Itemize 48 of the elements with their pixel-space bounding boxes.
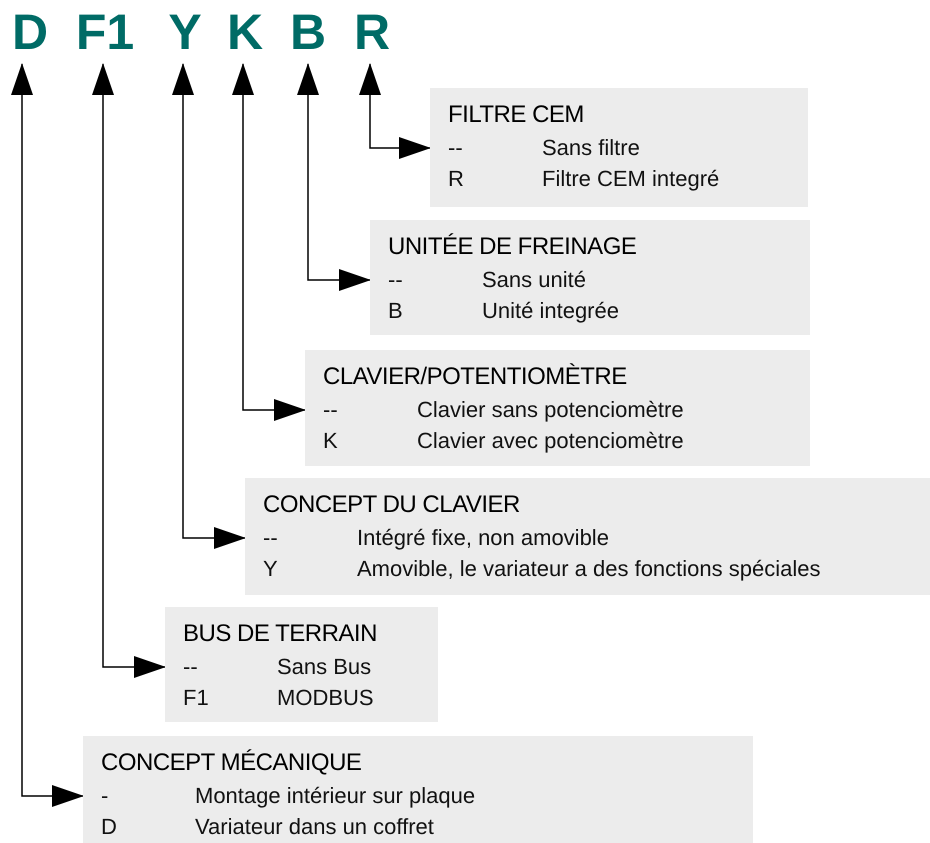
- option-code: --: [323, 396, 338, 424]
- option-description: Amovible, le variateur a des fonctions spéciales: [357, 555, 820, 583]
- option-description: Clavier avec potenciomètre: [417, 427, 684, 455]
- option-description: Sans filtre: [542, 134, 640, 162]
- option-description: MODBUS: [277, 684, 374, 712]
- option-description: Filtre CEM integré: [542, 165, 720, 193]
- option-code: R: [448, 165, 464, 193]
- code-letter: B: [290, 4, 326, 60]
- option-code: --: [263, 524, 278, 552]
- option-description: Unité integrée: [482, 297, 619, 325]
- code-letter: Y: [168, 4, 202, 60]
- panel-heading: CLAVIER/POTENTIOMÈTRE: [323, 362, 627, 392]
- arrow: [297, 63, 371, 291]
- option-description: Montage intérieur sur plaque: [195, 782, 476, 810]
- panel-heading: BUS DE TERRAIN: [183, 619, 377, 649]
- panel-heading: FILTRE CEM: [448, 100, 584, 130]
- arrow: [92, 63, 166, 678]
- option-panel: [83, 736, 753, 843]
- arrow: [232, 63, 306, 421]
- code-letter: F1: [76, 4, 134, 60]
- option-panel: [245, 478, 930, 595]
- option-code: Y: [263, 555, 278, 583]
- option-code: B: [388, 297, 403, 325]
- panel-heading: CONCEPT DU CLAVIER: [263, 490, 520, 520]
- option-panel: [165, 607, 438, 722]
- option-code: --: [448, 134, 463, 162]
- option-description: Intégré fixe, non amovible: [357, 524, 609, 552]
- code-letter: R: [354, 4, 390, 60]
- option-panel: [370, 220, 810, 335]
- panel-heading: UNITÉE DE FREINAGE: [388, 232, 636, 262]
- option-description: Variateur dans un coffret: [195, 813, 434, 841]
- option-description: Sans unité: [482, 266, 586, 294]
- option-code: --: [388, 266, 403, 294]
- option-code: F1: [183, 684, 209, 712]
- arrow: [11, 63, 84, 807]
- arrow: [172, 63, 246, 549]
- option-panel: [430, 88, 808, 207]
- option-code: -: [101, 782, 108, 810]
- option-panel: [305, 350, 810, 466]
- option-description: Clavier sans potenciomètre: [417, 396, 684, 424]
- option-description: Sans Bus: [277, 653, 372, 681]
- option-code: D: [101, 813, 117, 841]
- panel-heading: CONCEPT MÉCANIQUE: [101, 748, 362, 778]
- code-letter: K: [226, 4, 264, 60]
- arrow: [359, 63, 431, 159]
- code-letter: D: [12, 4, 48, 60]
- option-code: --: [183, 653, 198, 681]
- option-code: K: [323, 427, 338, 455]
